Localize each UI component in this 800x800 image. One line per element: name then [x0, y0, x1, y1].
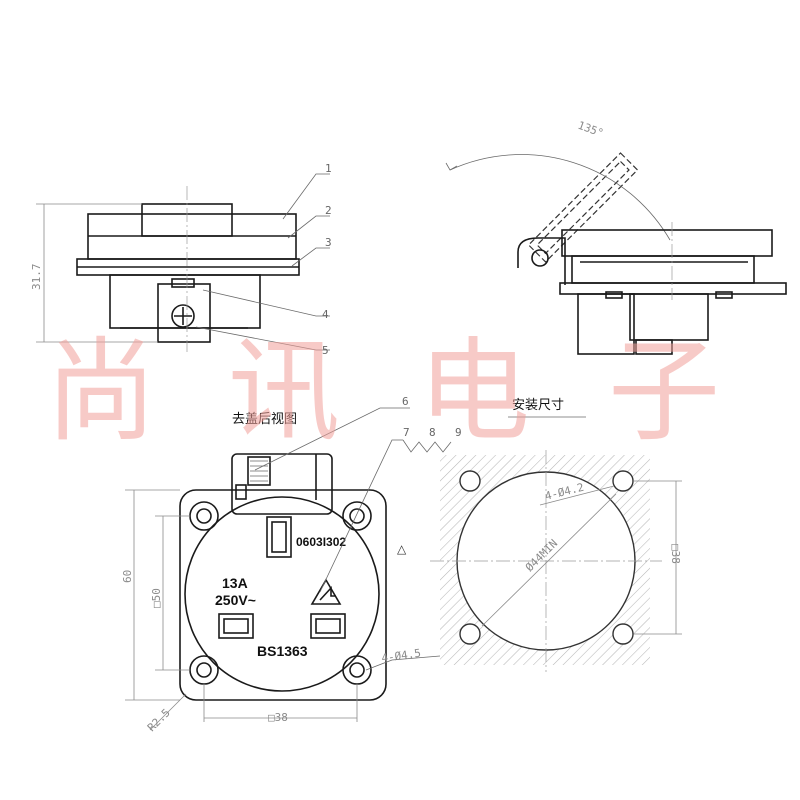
- hinge-block: [517, 237, 566, 285]
- front-side-view: 31.7 1 2 3 4 5: [30, 162, 332, 357]
- warning-symbol: △: [397, 542, 407, 556]
- dim-flip-angle: 135°: [576, 119, 605, 140]
- callout-1: 1: [325, 162, 332, 175]
- warning-triangle-icon: [310, 578, 342, 605]
- hinge-spring: [247, 456, 271, 486]
- dim-leader-radius: [149, 693, 187, 731]
- callout-3: 3: [325, 236, 332, 249]
- live-pin-inner: [223, 618, 249, 634]
- callout-leader-1: [282, 173, 330, 220]
- dim-face-holes: 4-Ø4.5: [381, 647, 422, 665]
- dim-leader-cut-holes: [539, 485, 615, 506]
- angle-arc: [449, 154, 671, 241]
- spring-coils: [250, 460, 268, 482]
- callout-leader-4: [202, 289, 330, 317]
- dim-cut-square: □38: [669, 544, 682, 564]
- callout-6: 6: [402, 395, 409, 408]
- rear-view-label: 去盖后视图: [232, 412, 297, 427]
- watermark: 尚 讯 电 子: [45, 327, 720, 457]
- hinge-tab: [235, 484, 247, 500]
- watermark-char-4: 子: [608, 327, 720, 457]
- mounting-cutout-view: Ø44MIN 4-Ø4.2 □38: [430, 450, 682, 672]
- mount-hole-tl: [189, 501, 219, 531]
- cut-hole-tl: [459, 470, 481, 492]
- callout-2: 2: [325, 204, 332, 217]
- dim-face-width: □38: [268, 711, 288, 724]
- callout-5: 5: [322, 344, 329, 357]
- face-plate: [179, 489, 387, 701]
- watermark-char-1: 尚: [45, 327, 157, 457]
- callout-4: 4: [322, 308, 329, 321]
- dim-leader-face-holes: [365, 655, 441, 671]
- dim-line-cut-circle: [481, 493, 617, 627]
- callout-leader-6: [254, 407, 410, 471]
- clip-right: [715, 291, 733, 299]
- side-flange: [559, 282, 787, 295]
- socket-code: 0603I302: [296, 535, 346, 549]
- rating-current: 13A: [222, 575, 248, 591]
- cut-hole-bl: [459, 623, 481, 645]
- socket-body: [571, 255, 755, 284]
- callout-leader-3: [291, 247, 330, 267]
- dim-corner-radius: R2.5: [145, 706, 173, 734]
- closed-lid: [561, 229, 773, 257]
- callout-leader-5: [195, 326, 330, 351]
- callout-zigzag: [402, 439, 452, 453]
- live-pin-slot: [218, 613, 254, 639]
- terminal-block: [157, 283, 211, 343]
- socket-circle: [184, 496, 380, 692]
- cut-hole-tr: [612, 470, 634, 492]
- mounting-size-label: 安装尺寸: [512, 398, 564, 413]
- callout-9: 9: [455, 426, 462, 439]
- open-lid-side-view: 135°: [445, 119, 787, 355]
- dim-height-side: 31.7: [30, 264, 43, 291]
- dim-face-height: 60: [121, 570, 134, 583]
- earth-pin-slot: [266, 516, 292, 558]
- callout-leader-7: [319, 439, 403, 593]
- cut-hole-br: [612, 623, 634, 645]
- neutral-pin-slot: [310, 613, 346, 639]
- open-lid-dashed: [527, 152, 639, 263]
- callout-7: 7: [403, 426, 410, 439]
- lightning-bolt-icon: [319, 585, 336, 601]
- terminal-screw: [171, 304, 195, 328]
- hinge-pin: [531, 249, 549, 267]
- mount-hole-tr: [342, 501, 372, 531]
- callout-leader-2: [287, 215, 330, 239]
- terminal-cap: [171, 278, 195, 288]
- dim-face-inner: □50: [150, 588, 163, 608]
- rear-view: 0603I302 13A 250V~ BS1363 △ 60 □50 □38 R…: [121, 395, 462, 734]
- neutral-pin-inner: [315, 618, 341, 634]
- rear-box-tab: [635, 339, 673, 355]
- standard-mark: BS1363: [257, 643, 308, 659]
- watermark-char-2: 讯: [228, 327, 340, 457]
- rear-housing: [109, 274, 261, 329]
- callout-8: 8: [429, 426, 436, 439]
- mount-hole-bl: [189, 655, 219, 685]
- watermark-char-3: 电: [418, 327, 530, 457]
- rating-voltage: 250V~: [215, 592, 256, 608]
- hinge-housing: [231, 453, 333, 515]
- angle-arrow: [445, 162, 458, 171]
- clip-left: [605, 291, 623, 299]
- earth-pin-inner: [271, 521, 287, 553]
